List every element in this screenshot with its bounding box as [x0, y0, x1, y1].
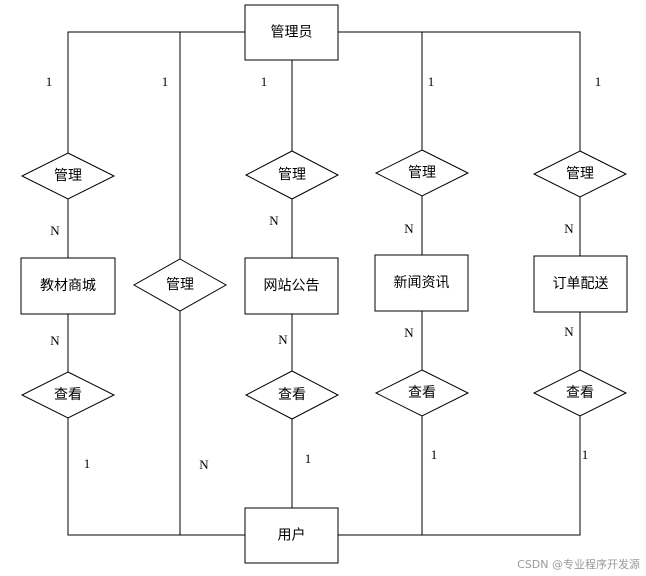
relationship-manage-news-label: 管理	[408, 165, 436, 181]
connector-admin-manage-1	[67, 31, 245, 153]
relationship-view-order-delivery-label: 查看	[566, 385, 594, 401]
entity-textbook-mall[interactable]: 教材商城	[20, 257, 116, 315]
connector-manage-user-user	[179, 311, 245, 536]
cardinality-c2-bottom: N	[199, 457, 209, 472]
relationship-manage-textbook-mall[interactable]: 管理	[20, 152, 116, 200]
cardinality-c3-bottom: 1	[305, 451, 312, 466]
relationship-view-textbook-mall[interactable]: 查看	[20, 371, 116, 419]
cardinality-c1-low: N	[50, 333, 60, 348]
relationship-manage-user[interactable]: 管理	[132, 258, 228, 312]
relationship-view-announcement-label: 查看	[278, 387, 306, 403]
relationship-manage-news[interactable]: 管理	[374, 149, 470, 197]
connectors	[67, 31, 581, 536]
cardinality-c5-bottom: 1	[582, 447, 589, 462]
connector-view-5-user	[338, 416, 581, 536]
cardinality-c5-low: N	[564, 324, 574, 339]
connector-view-4-user	[338, 416, 423, 536]
relationship-manage-announcement[interactable]: 管理	[244, 150, 340, 200]
cardinality-c1-top: 1	[46, 74, 53, 89]
relationship-manage-order-delivery-label: 管理	[566, 166, 594, 182]
relationship-manage-announcement-label: 管理	[278, 167, 306, 183]
entity-textbook-mall-label: 教材商城	[40, 278, 96, 294]
entity-news-label: 新闻资讯	[394, 275, 450, 291]
cardinality-c4-mid: N	[404, 221, 414, 236]
entity-announcement-label: 网站公告	[264, 278, 320, 294]
relationship-view-order-delivery[interactable]: 查看	[532, 369, 628, 417]
connector-admin-manage-user	[179, 31, 245, 259]
relationship-view-textbook-mall-label: 查看	[54, 387, 82, 403]
entity-announcement[interactable]: 网站公告	[244, 257, 339, 315]
relationship-manage-user-label: 管理	[166, 277, 194, 293]
cardinality-c1-bottom: 1	[84, 456, 91, 471]
entity-admin[interactable]: 管理员	[244, 4, 339, 61]
relationship-manage-order-delivery[interactable]: 管理	[532, 150, 628, 198]
cardinality-c5-top: 1	[595, 74, 602, 89]
cardinality-labels: 1 N N 1 1 N 1 N N 1 1 N N 1 1 N N 1	[46, 74, 602, 472]
cardinality-c3-mid: N	[269, 213, 279, 228]
cardinality-c3-top: 1	[261, 74, 268, 89]
connector-admin-manage-5	[338, 31, 581, 151]
connector-view-1-user	[67, 418, 245, 536]
cardinality-c2-top: 1	[162, 74, 169, 89]
relationship-view-announcement[interactable]: 查看	[244, 370, 340, 420]
cardinality-c4-top: 1	[428, 74, 435, 89]
cardinality-c1-mid: N	[50, 223, 60, 238]
entity-user-label: 用户	[278, 527, 306, 544]
cardinality-c3-low: N	[278, 332, 288, 347]
relationship-manage-textbook-mall-label: 管理	[54, 168, 82, 184]
connector-admin-manage-4	[338, 31, 423, 150]
entity-news[interactable]: 新闻资讯	[374, 254, 469, 312]
entity-order-delivery[interactable]: 订单配送	[533, 255, 628, 313]
entity-user[interactable]: 用户	[244, 507, 339, 564]
watermark: CSDN @专业程序开发源	[517, 557, 640, 571]
cardinality-c4-bottom: 1	[431, 447, 438, 462]
cardinality-c5-mid: N	[564, 221, 574, 236]
relationship-view-news[interactable]: 查看	[374, 369, 470, 417]
cardinality-c4-low: N	[404, 325, 414, 340]
entity-admin-label: 管理员	[271, 25, 313, 41]
entity-order-delivery-label: 订单配送	[553, 276, 609, 292]
relationship-view-news-label: 查看	[408, 385, 436, 401]
